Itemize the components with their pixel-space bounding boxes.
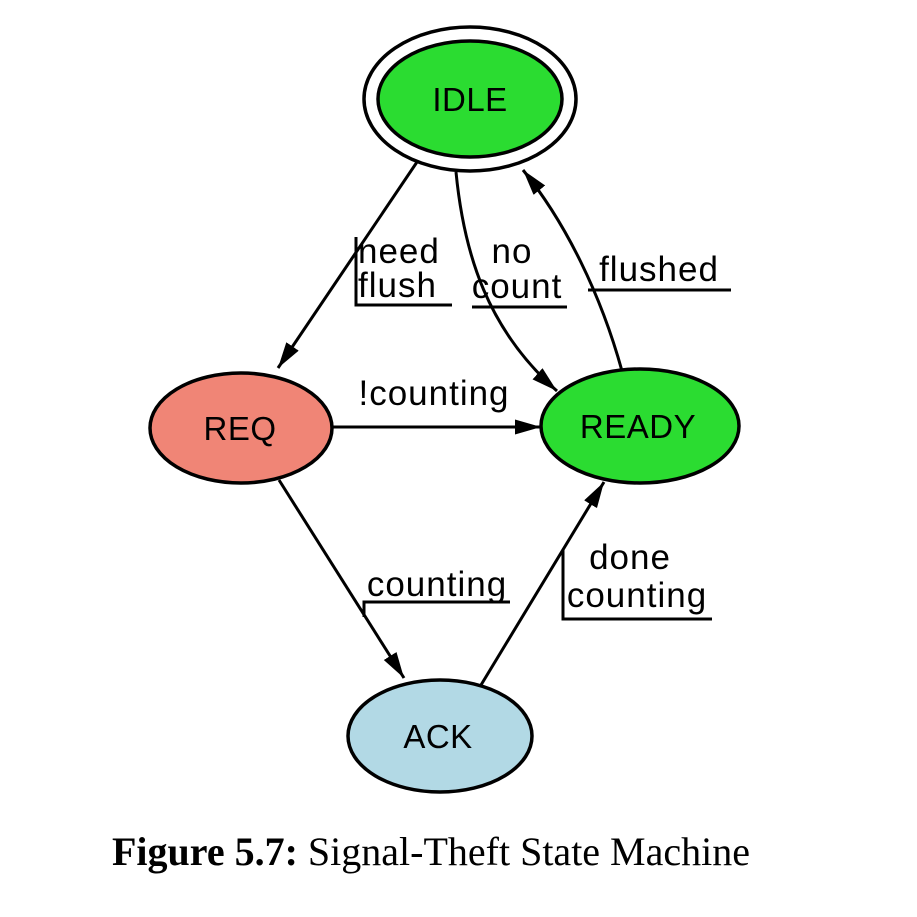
counting-label-bracket [362,600,510,617]
figure-caption-number: Figure 5.7: [112,829,298,874]
figure-caption-title: Signal-Theft State Machine [307,829,750,874]
state-ready-shape [539,367,741,485]
done-counting-label-bracket [561,550,712,621]
transition-label-flush: flush [358,266,437,305]
state-machine-diagram: need flush no count flushed !counting co… [148,25,741,794]
figure-caption: Figure 5.7: Signal-Theft State Machine [112,828,872,875]
transition-label-count: count [472,267,563,306]
need-flush-label-bracket [354,237,452,307]
state-ack: ACK [346,678,534,794]
transition-label-no: no [492,232,533,271]
state-req-label: REQ [203,410,276,447]
state-idle: IDLE [362,25,578,173]
label-connectors [354,237,731,621]
transition-ready-to-idle-arrow [521,169,624,372]
state-req-shape [148,371,334,485]
state-ready: READY [539,367,741,485]
transition-label-flushed: flushed [599,250,719,289]
state-req: REQ [148,371,334,485]
transition-label-counting: counting [367,565,507,604]
transition-label-not-counting: !counting [358,374,509,413]
state-ack-label: ACK [403,718,472,755]
transition-labels: need flush no count flushed !counting co… [358,232,719,615]
state-idle-label: IDLE [432,81,507,118]
state-ack-shape [346,678,534,794]
transition-req-to-ack-arrow [277,479,406,679]
state-ready-label: READY [580,408,696,445]
transition-idle-to-req-arrow [276,161,419,369]
transition-idle-to-ready-arrow [454,171,558,393]
transitions [276,161,624,686]
state-idle-shape [376,39,564,159]
transition-label-done: done [589,538,671,577]
transition-label-need: need [358,232,440,271]
transition-label-done-counting: counting [567,576,707,615]
transition-ack-to-ready-arrow [479,481,606,686]
